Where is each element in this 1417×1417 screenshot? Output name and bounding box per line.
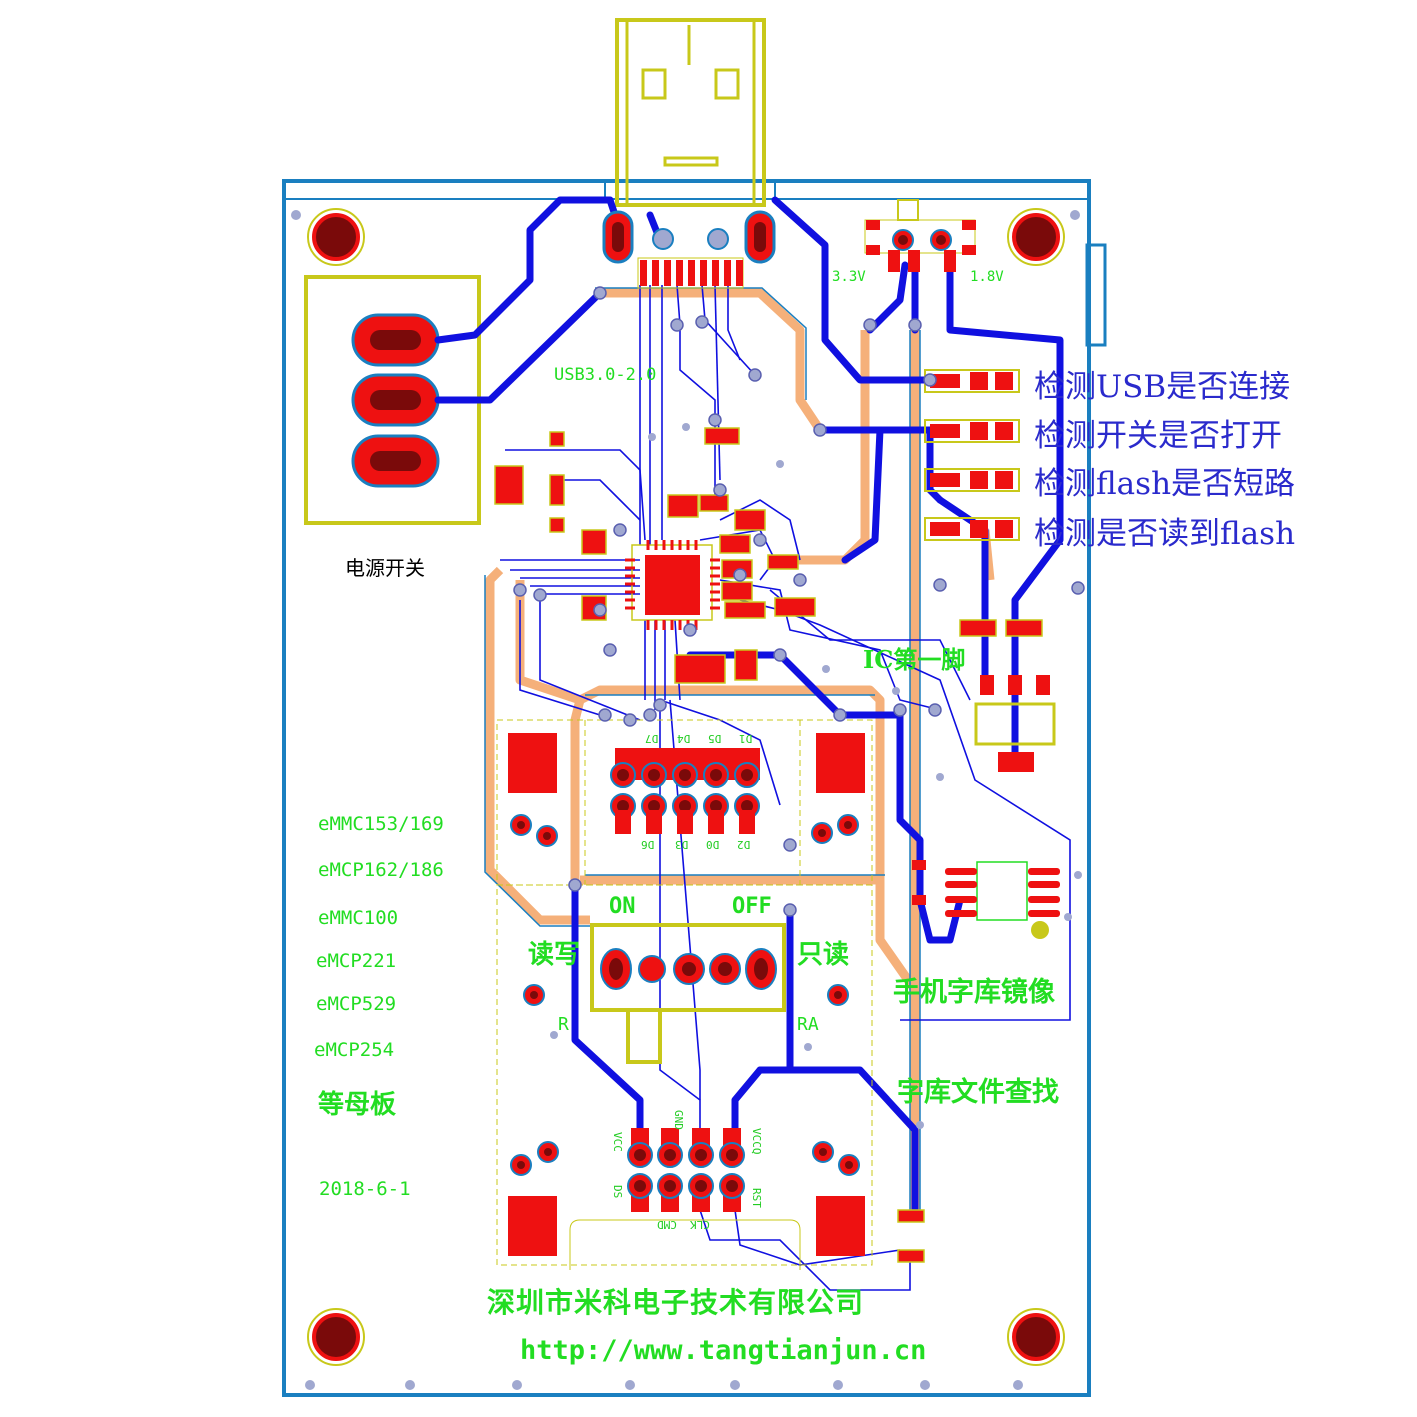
board-side-tab: [1085, 243, 1107, 347]
date-label: 2018-6-1: [319, 1178, 411, 1200]
pin-label: CMD: [657, 1218, 677, 1231]
top-layer-traces: [434, 196, 1064, 1214]
note-flash-short: 检测flash是否短路: [1034, 466, 1296, 502]
socket-corner-pads: [508, 733, 865, 1256]
pin-label: GND: [672, 1110, 685, 1130]
model-label: eMMC100: [318, 907, 399, 929]
phone-font-mirror-label: 手机字库镜像: [893, 977, 1055, 1008]
power-pin-header: [627, 1128, 745, 1212]
model-label: eMCP529: [316, 993, 397, 1015]
mounting-hole: [307, 208, 1065, 1366]
url-label: http://www.tangtianjun.cn: [520, 1335, 927, 1366]
usb-label: USB3.0-2.0: [554, 365, 657, 385]
pin-label: D5: [708, 732, 722, 745]
note-usb-connect: 检测USB是否连接: [1034, 369, 1291, 405]
rw-short-label: R: [558, 1014, 569, 1035]
note-read-flash: 检测是否读到flash: [1034, 516, 1296, 552]
model-label: eMCP254: [314, 1039, 395, 1061]
flash-chip: [912, 860, 1060, 939]
font-file-find-label: 字库文件查找: [897, 1077, 1059, 1108]
socket-outlines: [496, 719, 873, 1266]
small-vias: [291, 210, 1082, 1390]
usb-pads: [602, 210, 776, 289]
power-switch-pads: [351, 313, 440, 488]
passive-components: [494, 427, 1043, 1263]
pin-label: D3: [675, 838, 689, 851]
ra-short-label: RA: [797, 1014, 819, 1035]
pin-label: D7: [645, 732, 659, 745]
pin-label: D6: [641, 838, 655, 851]
pin-label: D2: [737, 838, 751, 851]
pin-label: RST: [750, 1188, 763, 1208]
read-only-label: 只读: [797, 940, 850, 970]
rw-switch: [590, 923, 786, 1064]
model-label: eMCP221: [316, 950, 397, 972]
regulator: [864, 199, 976, 272]
ic-pin1-label: IC第一脚: [863, 645, 966, 674]
power-switch-label: 电源开关: [345, 556, 425, 580]
data-pin-header: [610, 748, 760, 834]
voltage-3v3-label: 3.3V: [832, 269, 866, 285]
on-label: ON: [609, 894, 636, 919]
board-outline: [282, 179, 1091, 1397]
ic-pin1-socket: [974, 675, 1056, 772]
pin-label: D0: [706, 838, 720, 851]
pin-label: D1: [739, 732, 753, 745]
pin-label: CLK: [690, 1218, 710, 1231]
led-indicators: [924, 369, 1020, 541]
model-label: eMMC153/169: [318, 813, 444, 835]
read-write-label: 读写: [528, 940, 581, 970]
pin-label: DS: [611, 1185, 624, 1199]
voltage-1v8-label: 1.8V: [970, 269, 1004, 285]
pin-label: D4: [677, 732, 691, 745]
model-label: eMCP162/186: [318, 859, 444, 881]
usb-smd-pads: [640, 260, 743, 286]
note-switch-open: 检测开关是否打开: [1034, 418, 1282, 454]
pin-label: VCCQ: [750, 1128, 763, 1155]
company-label: 深圳市米科电子技术有限公司: [487, 1286, 865, 1319]
usb-connector-outline: [615, 18, 766, 207]
vias: [513, 286, 1085, 917]
main-ic: [625, 540, 720, 630]
off-label: OFF: [732, 894, 772, 919]
mb-label: 等母板: [318, 1090, 397, 1120]
socket-holes: [510, 814, 860, 1176]
pin-label: VCC: [611, 1132, 624, 1152]
